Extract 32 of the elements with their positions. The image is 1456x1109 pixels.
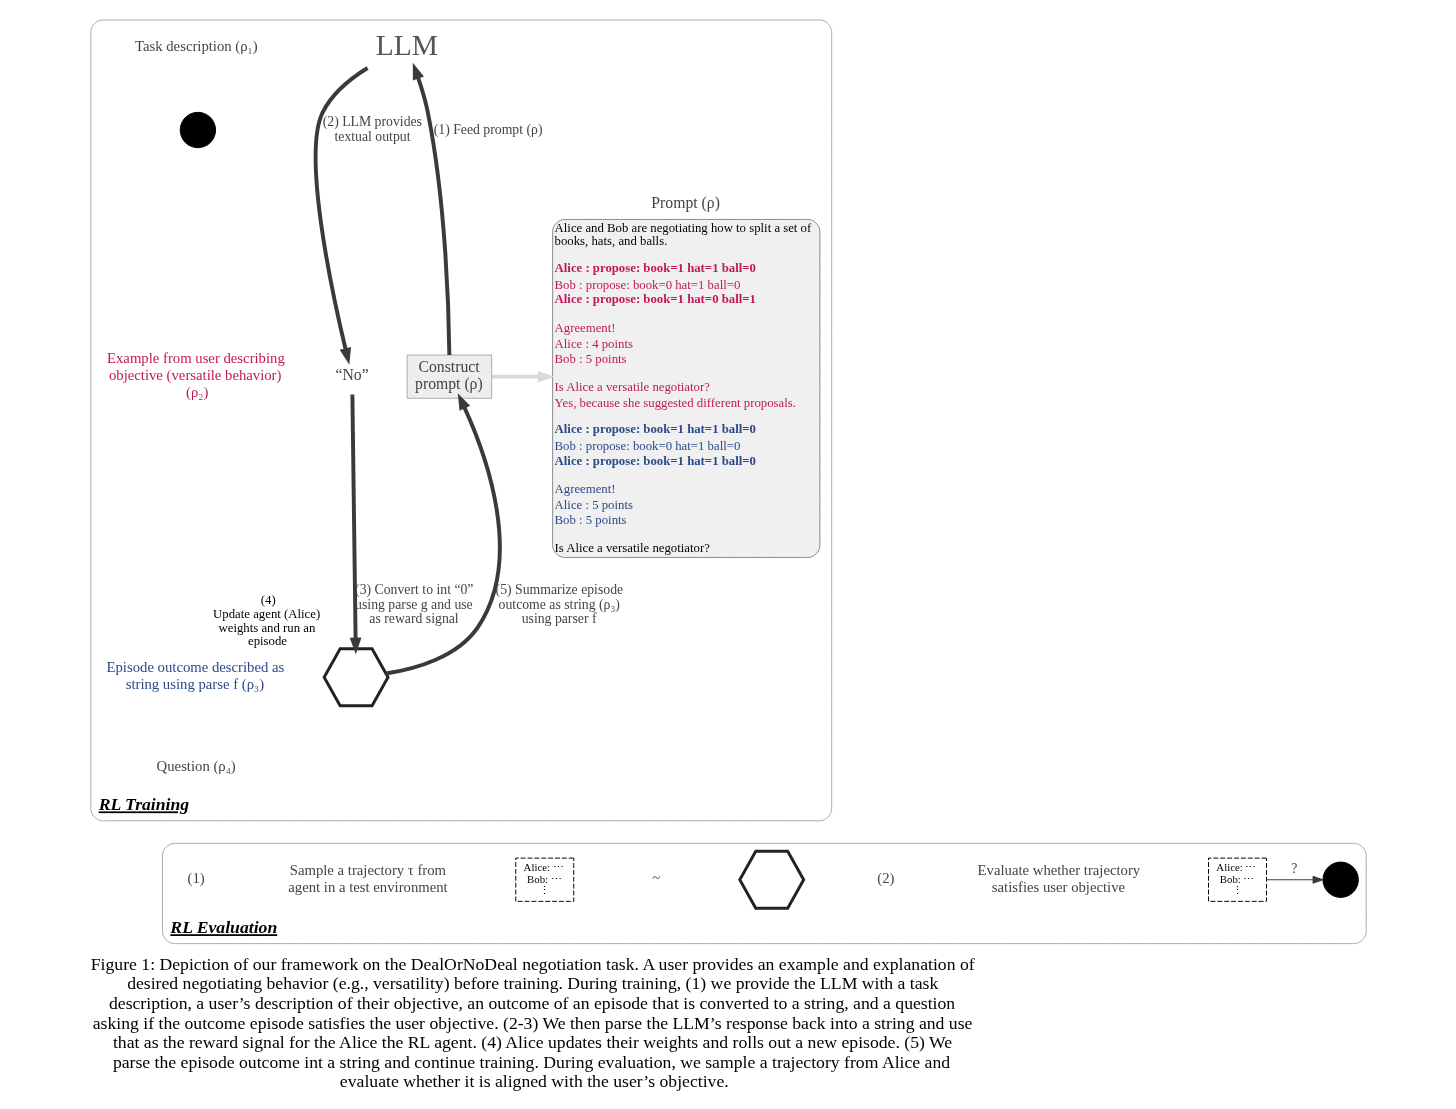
- arrow: [1265, 875, 1323, 884]
- label: Episode outcome described as string using parse f (ρ₃): [106, 659, 284, 693]
- arrow: [385, 393, 502, 676]
- arrow: [313, 66, 369, 365]
- label: Example from user describing objective (versatile behavior) (ρ₂): [106, 350, 285, 400]
- node-label: (4): [260, 593, 276, 608]
- node-text: “No”: [334, 366, 369, 384]
- node-box: Alice: ⋯ Bob: ⋯ ⋮: [514, 857, 574, 902]
- node-person: [1322, 861, 1359, 898]
- node-box: Construct prompt (ρ): [406, 354, 492, 399]
- label: Sample a trajectory τ from agent in a test environment: [287, 861, 448, 895]
- node-label: Prompt (ρ): [650, 194, 720, 212]
- arrow: [412, 62, 451, 355]
- node-person: [179, 111, 216, 149]
- caption: Figure 1: Depiction of our framework on the DealOrNoDeal negotiation task. A user provides an example and explanation of desired negotiating behavior (e.g., versatility) before training. During training, (1) we provide the LLM with a task description, a user’s description of their objective, an outcome of an episode that is converted to a string, and a question asking if the outcome episode satisfies the user objective. (2-3) We then parse the LLM’s response back into a string and use that as the reward signal for the Alice the RL agent. (4) Alice updates their weights and rolls out a new episode. (5) We parse the episode outcome int a string and continue training. During evaluation, we sample a trajectory from Alice and evaluate whether it is aligned with the user’s objective.: [90, 953, 975, 1092]
- edge-label: (1) Feed prompt (ρ): [433, 121, 543, 137]
- node-box: Alice: ⋯ Bob: ⋯ ⋮: [1207, 857, 1267, 902]
- node-text: LLM: [375, 29, 438, 62]
- label: ~: [651, 870, 660, 887]
- label: (1): [187, 870, 205, 887]
- arrow: [349, 394, 361, 655]
- edge-label: ?: [1290, 861, 1297, 877]
- arrow: [491, 370, 554, 383]
- label: (2): [876, 870, 895, 887]
- edge-label: (2) LLM provides textual output: [322, 114, 422, 145]
- node-hexagon: [737, 849, 805, 910]
- label: Task description (ρ₁): [134, 38, 258, 55]
- edge-label: (5) Summarize episode outcome as string (ρ₃) using parser f: [495, 582, 623, 627]
- label: Evaluate whether trajectory satisfies user objective: [977, 861, 1140, 895]
- label: Question (ρ₄): [156, 758, 236, 775]
- node-label: Update agent (Alice) weights and run an episode: [212, 606, 320, 649]
- node-hexagon: [321, 647, 390, 708]
